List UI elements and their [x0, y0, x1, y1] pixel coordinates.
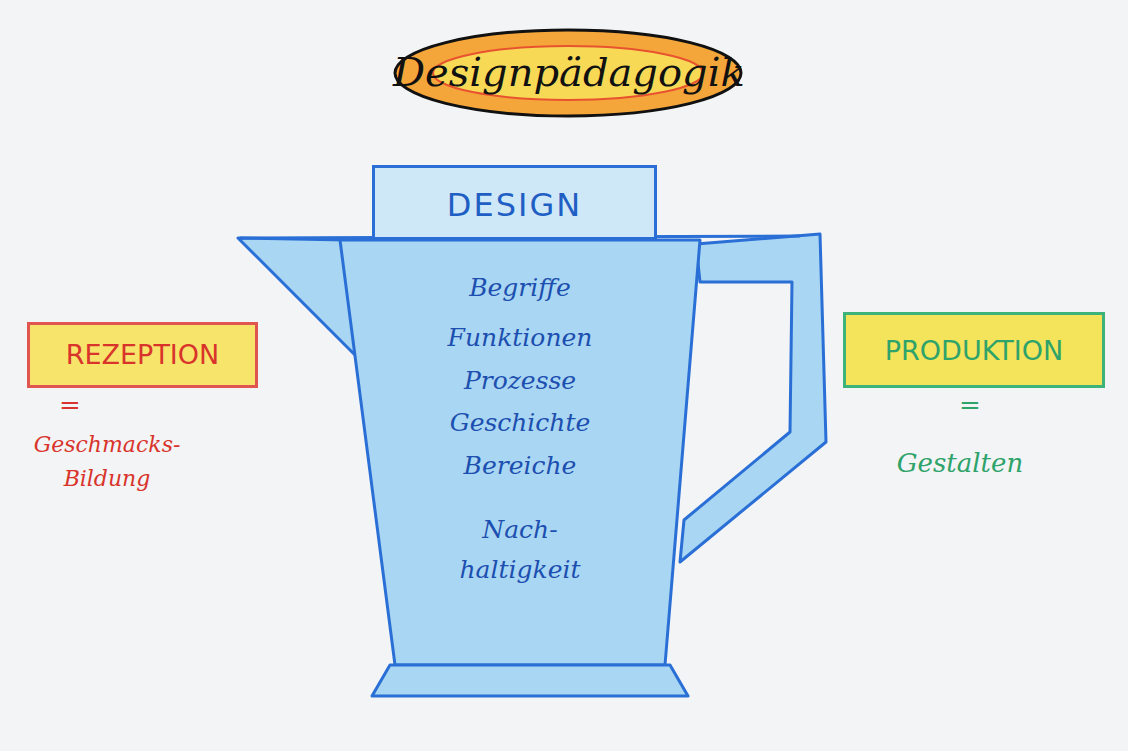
node-text: REZEPTION	[30, 339, 255, 371]
node-text: Designpädagogik	[393, 48, 743, 96]
node-text: Prozesse	[420, 366, 620, 396]
jug-outline	[340, 240, 700, 665]
equals-sign: =	[950, 390, 990, 421]
lid-box: DESIGN	[372, 165, 657, 240]
jug-base	[372, 665, 688, 696]
node-text: DESIGN	[375, 186, 654, 224]
node-text: Nach- haltigkeit	[440, 510, 600, 590]
title-oval: Designpädagogik	[393, 28, 743, 118]
reception-meaning: Geschmacks- Bildung	[22, 428, 192, 496]
jug-handle	[680, 234, 826, 562]
node-text: Funktionen	[420, 323, 620, 353]
equals-sign: =	[50, 390, 90, 421]
node-text: PRODUKTION	[846, 335, 1102, 367]
node-text: Begriffe	[430, 273, 610, 303]
production-box: PRODUKTION	[843, 312, 1105, 388]
production-meaning: Gestalten	[870, 448, 1050, 479]
node-text: Bereiche	[420, 451, 620, 481]
reception-box: REZEPTION	[27, 322, 258, 388]
jug-body: BegriffeFunktionenProzesseGeschichteBere…	[330, 238, 710, 700]
node-text: Geschichte	[420, 408, 620, 438]
